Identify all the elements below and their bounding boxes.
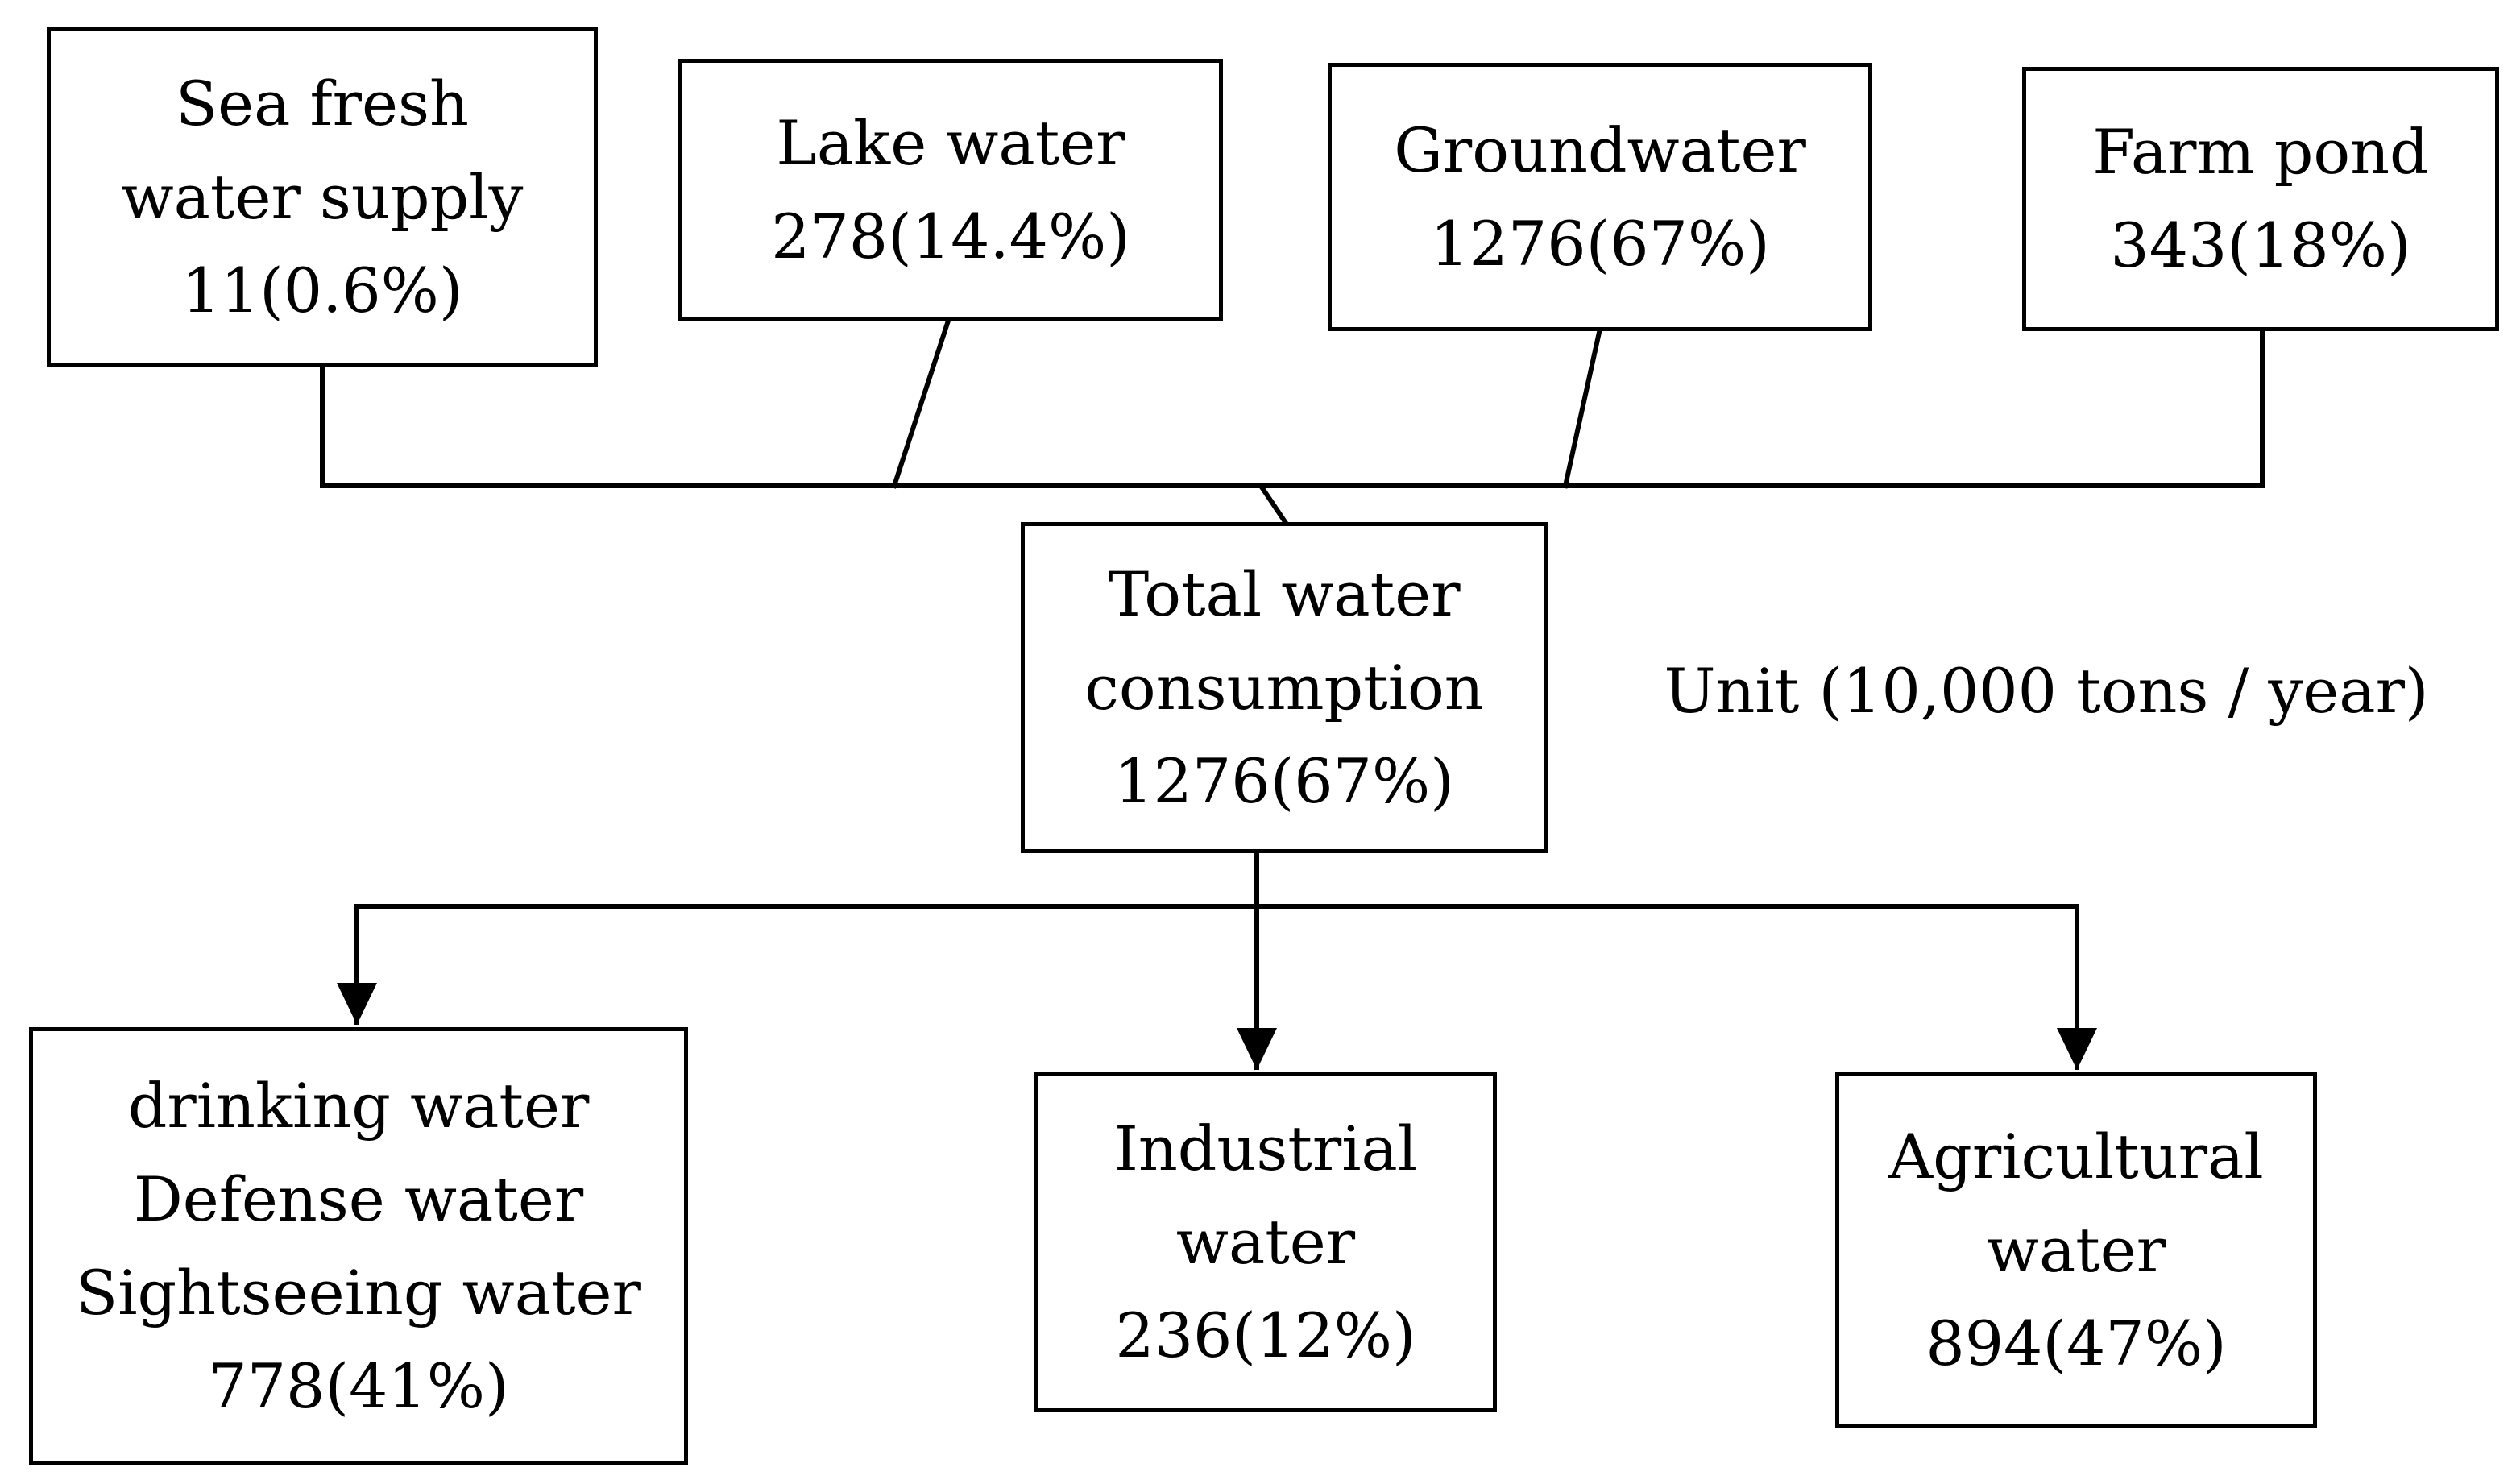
drinking-line-3: Sightseeing water [76, 1256, 641, 1329]
sea-line-2: water supply [121, 160, 524, 233]
agricultural-line-1: Agricultural [1888, 1120, 2264, 1192]
arrowhead-agricultural [2057, 1028, 2097, 1070]
farm-line-1: Farm pond [2092, 116, 2429, 188]
unit-note: Unit (10,000 tons / year) [1664, 655, 2429, 727]
lake-line-1: Lake water [776, 106, 1125, 179]
arrowhead-industrial [1237, 1028, 1277, 1070]
total-line-2: consumption [1084, 651, 1484, 723]
total-line-1: Total water [1108, 558, 1461, 630]
industrial-line-2: water [1175, 1205, 1356, 1278]
ground-connector [1562, 325, 1603, 489]
drinking-line-4: 778(41%) [208, 1349, 509, 1422]
farm-pond-node: Farm pond 343(18%) [2022, 67, 2499, 331]
collector-to-total [1257, 482, 1291, 529]
lake-line-2: 278(14.4%) [771, 200, 1130, 272]
lake-water-node: Lake water 278(14.4%) [678, 59, 1223, 321]
farm-line-2: 343(18%) [2110, 209, 2411, 281]
sea-line-3: 11(0.6%) [181, 254, 463, 326]
sea-fresh-water-node: Sea fresh water supply 11(0.6%) [47, 27, 598, 367]
drinking-line-1: drinking water [127, 1069, 590, 1142]
agricultural-line-3: 894(47%) [1925, 1307, 2227, 1379]
groundwater-node: Groundwater 1276(67%) [1328, 63, 1872, 331]
drinking-water-node: drinking water Defense water Sightseeing… [29, 1027, 688, 1465]
drinking-line-2: Defense water [133, 1163, 584, 1235]
agricultural-water-node: Agricultural water 894(47%) [1835, 1072, 2317, 1428]
lake-connector [891, 315, 952, 489]
sea-line-1: Sea fresh [176, 67, 469, 139]
industrial-line-1: Industrial [1113, 1112, 1418, 1184]
ground-line-1: Groundwater [1394, 114, 1806, 186]
total-water-consumption-node: Total water consumption 1276(67%) [1021, 522, 1548, 853]
industrial-water-node: Industrial water 236(12%) [1034, 1072, 1497, 1412]
ground-line-2: 1276(67%) [1430, 207, 1770, 280]
agricultural-line-2: water [1986, 1213, 2166, 1286]
industrial-line-3: 236(12%) [1115, 1299, 1416, 1371]
total-line-3: 1276(67%) [1114, 744, 1454, 817]
arrowhead-drinking [337, 983, 377, 1025]
